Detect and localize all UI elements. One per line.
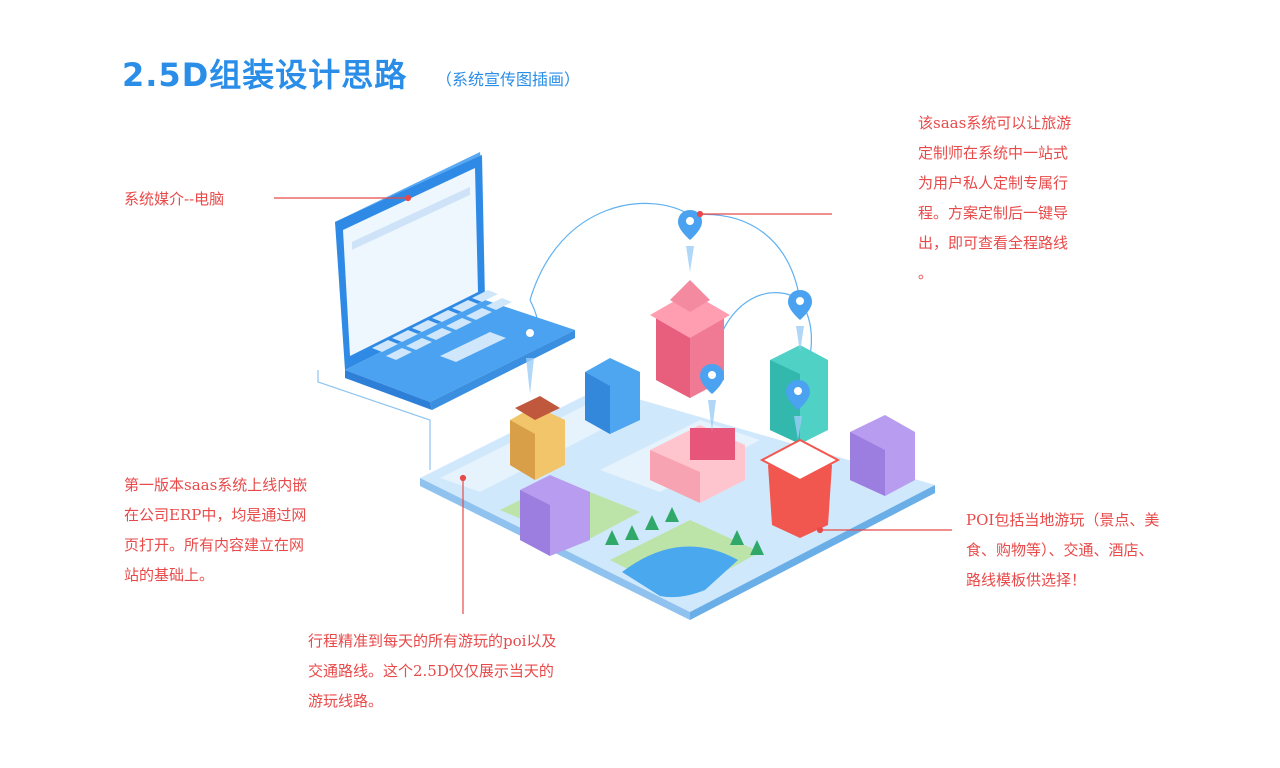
map-pin-icon [786, 380, 810, 440]
annotation-poi: POI包括当地游玩（景点、美 食、购物等）、交通、酒店、 路线模板供选择！ [966, 511, 1160, 589]
location-pins [518, 210, 812, 440]
annotation-device: 系统媒介--电脑 [124, 190, 225, 208]
map-pin-icon [700, 364, 724, 431]
laptop-illustration [335, 152, 575, 410]
map-pin-icon [518, 322, 542, 394]
map-pin-icon [788, 290, 812, 352]
annotation-trip: 行程精准到每天的所有游玩的poi以及 交通路线。这个2.5D仅仅展示当天的 游玩… [308, 632, 557, 710]
page-title: 2.5D组装设计思路 [122, 56, 408, 94]
city-base [420, 388, 935, 620]
trees [605, 507, 764, 555]
annotation-saas-description: 该saas系统可以让旅游 定制师在系统中一站式 为用户私人定制专属行 程。方案定… [918, 114, 1072, 282]
annotation-version: 第一版本saas系统上线内嵌 在公司ERP中，均是通过网 页打开。所有内容建立在… [124, 476, 308, 584]
page-subtitle: （系统宣传图插画） [436, 70, 581, 89]
map-pin-icon [678, 210, 702, 272]
buildings [510, 280, 915, 556]
annotation-leaders [274, 194, 952, 614]
